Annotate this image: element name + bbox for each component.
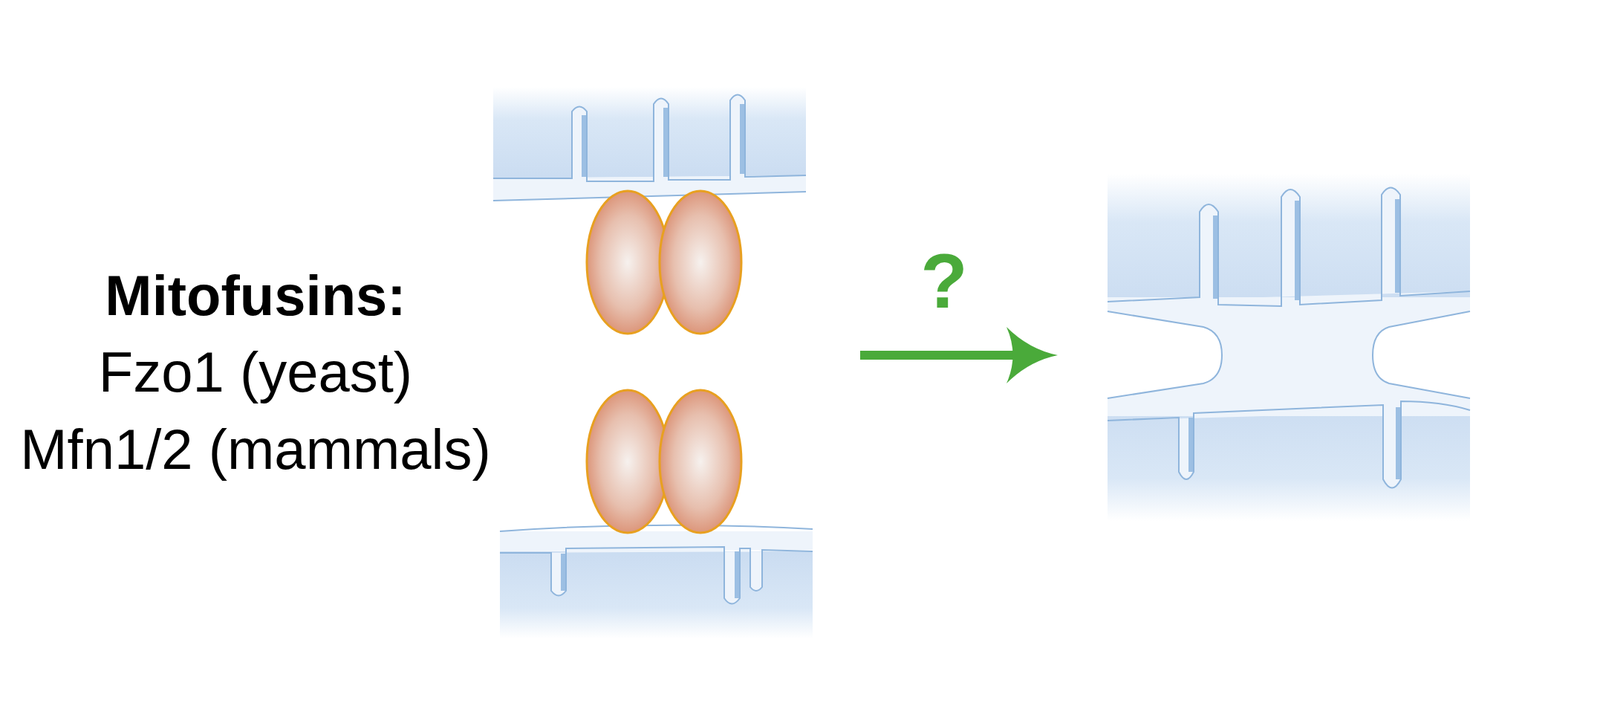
mitochondrion-top (493, 86, 806, 201)
mitochondrion-bottom (499, 525, 813, 639)
process-arrow (860, 326, 1058, 384)
question-mark: ? (920, 238, 968, 324)
species-label: Mfn1/2 (mammals) (20, 418, 491, 481)
heading-label: Mitofusins: (104, 264, 406, 327)
fused-mitochondrion (1107, 173, 1471, 521)
species-label: Fzo1 (yeast) (98, 340, 413, 404)
mitofusin-proteins (586, 190, 742, 533)
